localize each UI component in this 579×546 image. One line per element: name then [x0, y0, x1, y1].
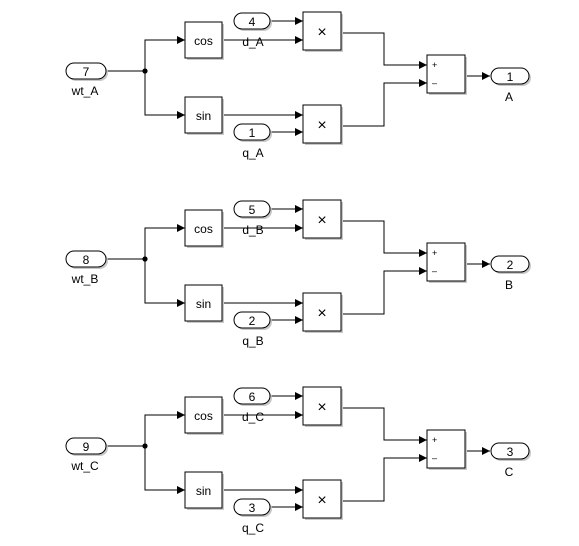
outport-C[interactable]	[490, 442, 530, 460]
inport-label: wt_B	[71, 272, 99, 286]
cos-label: cos	[194, 409, 213, 423]
constant-d-label: d_A	[242, 35, 263, 49]
sin-block[interactable]	[184, 471, 223, 509]
constant-q[interactable]	[233, 311, 271, 329]
constant-d-value: 6	[249, 390, 256, 404]
sum-plus-sign: +	[432, 248, 437, 258]
product-symbol: ×	[317, 24, 326, 41]
inport-wt_C[interactable]	[65, 437, 107, 455]
sum-block[interactable]	[426, 242, 466, 282]
wire-to-cos	[105, 224, 185, 260]
product-symbol: ×	[317, 399, 326, 416]
constant-q-label: q_B	[242, 334, 263, 348]
wire-to-cos	[105, 411, 185, 447]
cos-label: cos	[194, 34, 213, 48]
constant-q[interactable]	[233, 498, 271, 516]
wire-prod2-sum	[341, 79, 427, 127]
cos-label: cos	[194, 222, 213, 236]
sin-label: sin	[196, 109, 211, 123]
product-block-1[interactable]	[302, 386, 342, 426]
sin-label: sin	[196, 484, 211, 498]
outport-label: B	[505, 278, 513, 292]
branch-point	[142, 68, 148, 74]
constant-d-value: 4	[249, 15, 256, 29]
constant-q-label: q_C	[242, 521, 264, 535]
outport-number: 3	[507, 445, 514, 459]
wire-prod2-sum	[341, 454, 427, 502]
outport-A[interactable]	[490, 67, 530, 85]
outport-B[interactable]	[490, 255, 530, 273]
outport-number: 1	[507, 70, 514, 84]
constant-d[interactable]	[233, 12, 271, 30]
sin-block[interactable]	[184, 96, 223, 134]
product-symbol: ×	[317, 117, 326, 134]
cos-block[interactable]	[184, 209, 223, 247]
sum-minus-sign: –	[432, 78, 437, 88]
cos-block[interactable]	[184, 396, 223, 434]
product-block-1[interactable]	[302, 11, 342, 51]
constant-d[interactable]	[233, 200, 271, 218]
wire-prod1-sum	[341, 407, 427, 444]
constant-q[interactable]	[233, 123, 271, 141]
outport-label: C	[505, 465, 514, 479]
product-block-2[interactable]	[302, 479, 342, 519]
constant-q-value: 3	[249, 501, 256, 515]
sum-minus-sign: –	[432, 266, 437, 276]
inport-number: 7	[83, 65, 90, 79]
product-symbol: ×	[317, 492, 326, 509]
product-symbol: ×	[317, 212, 326, 229]
product-symbol: ×	[317, 305, 326, 322]
sum-block[interactable]	[426, 429, 466, 469]
constant-q-value: 1	[249, 126, 256, 140]
product-block-2[interactable]	[302, 292, 342, 332]
inport-wt_A[interactable]	[65, 62, 107, 80]
wire-to-sin	[144, 259, 185, 307]
wire-to-sin	[144, 71, 185, 119]
constant-q-value: 2	[249, 314, 256, 328]
wire-prod2-sum	[341, 267, 427, 315]
wire-to-cos	[105, 36, 185, 72]
sin-block[interactable]	[184, 284, 223, 322]
constant-d-label: d_C	[242, 410, 264, 424]
product-block-1[interactable]	[302, 199, 342, 239]
sum-plus-sign: +	[432, 435, 437, 445]
wire-to-sin	[144, 446, 185, 494]
sum-plus-sign: +	[432, 60, 437, 70]
inport-label: wt_A	[71, 84, 99, 98]
branch-point	[142, 256, 148, 262]
cos-block[interactable]	[184, 21, 223, 59]
inport-number: 8	[83, 253, 90, 267]
wire-prod1-sum	[341, 220, 427, 257]
outport-number: 2	[507, 258, 514, 272]
sin-label: sin	[196, 297, 211, 311]
constant-q-label: q_A	[242, 146, 263, 160]
inport-number: 9	[83, 440, 90, 454]
wire-prod1-sum	[341, 32, 427, 69]
sum-block[interactable]	[426, 54, 466, 94]
inport-wt_B[interactable]	[65, 250, 107, 268]
constant-d[interactable]	[233, 387, 271, 405]
constant-d-value: 5	[249, 203, 256, 217]
product-block-2[interactable]	[302, 104, 342, 144]
sum-minus-sign: –	[432, 453, 437, 463]
outport-label: A	[505, 90, 513, 104]
inport-label: wt_C	[70, 459, 99, 473]
branch-point	[142, 443, 148, 449]
constant-d-label: d_B	[242, 223, 263, 237]
